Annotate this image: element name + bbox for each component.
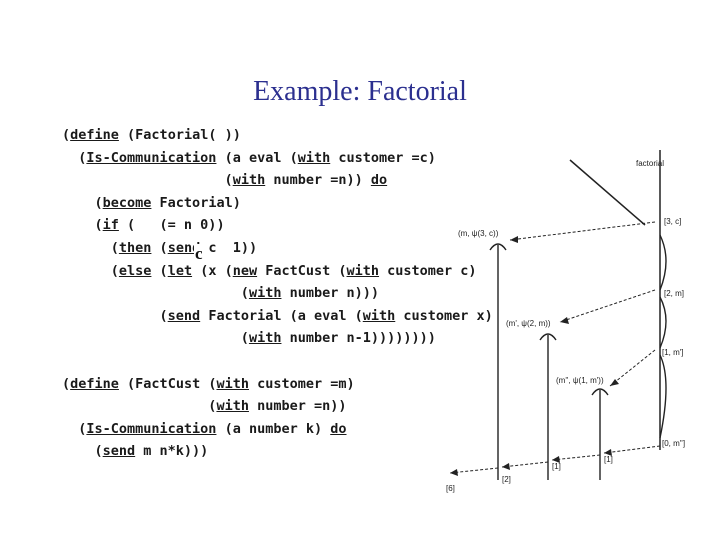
code-line-13: (with number =n)): [62, 398, 347, 415]
message-label-3: (m'', ψ(1, m')): [556, 376, 604, 385]
actor-event-diagram: factorial [3, c] [2, m] [1, m'] [0, m'']…: [446, 150, 685, 493]
message-arrowhead-3: [610, 379, 619, 386]
reply-arrowhead-2: [552, 456, 560, 463]
event-label-3: [1, m']: [662, 348, 684, 357]
reply-label-2: [1]: [552, 462, 561, 471]
code-line-11: [62, 350, 493, 373]
code-line-8: (with number n))): [62, 285, 379, 302]
reply-arrow-3: [501, 461, 549, 468]
message-arrow-3: [609, 349, 656, 387]
code-line-1: (define (Factorial( )): [62, 127, 241, 143]
code-line-2: (Is-Communication (a eval (with customer…: [62, 149, 436, 166]
reply-arrow-4: [449, 467, 499, 474]
creation-arc-2: [539, 333, 557, 341]
reply-label-3: [2]: [502, 475, 511, 484]
reply-arrowhead-3: [502, 463, 510, 470]
event-arc-2: [659, 296, 667, 349]
code-line-6: (then (send c 1)): [62, 239, 258, 256]
message-arrow-1: [509, 221, 656, 241]
send-target-overlay: c: [194, 244, 204, 264]
actor-label: factorial: [636, 159, 664, 168]
code-line-14: (Is-Communication (a number k) do: [62, 420, 347, 437]
event-arc-1: [659, 234, 667, 291]
message-label-1: (m, ψ(3, c)): [458, 229, 499, 238]
creation-arc-1: [489, 243, 507, 251]
reply-label-4: [6]: [446, 484, 455, 493]
code-line-9: (send Factorial (a eval (with customer x…: [62, 307, 493, 324]
code-line-10: (with number n-1)))))))): [62, 330, 436, 347]
code-line-15: (send m n*k))): [62, 443, 209, 460]
reply-arrowhead-4: [450, 469, 458, 476]
reply-arrow-2: [551, 454, 601, 461]
event-label-4: [0, m'']: [662, 439, 685, 448]
message-arrow-2: [559, 289, 656, 323]
reply-arrow-1: [603, 445, 661, 454]
event-label-2: [2, m]: [664, 289, 684, 298]
message-arrowhead-2: [560, 317, 569, 324]
slide-title: Example: Factorial: [253, 76, 467, 107]
code-block: (define (Factorial( )) (Is-Communication…: [62, 124, 493, 463]
reply-label-1: [1]: [604, 455, 613, 464]
message-arrowhead-1: [510, 236, 518, 243]
creation-arc-3: [591, 388, 609, 396]
event-label-1: [3, c]: [664, 217, 681, 226]
code-line-4: (become Factorial): [62, 194, 241, 211]
actor-entry-line: [569, 159, 646, 226]
code-line-7: (else (let (x (new FactCust (with custom…: [62, 262, 477, 279]
code-line-3: (with number =n)) do: [62, 172, 388, 189]
message-label-2: (m', ψ(2, m)): [506, 319, 551, 328]
event-arc-3: [659, 354, 667, 439]
code-line-5: (if ( (= n 0)): [62, 217, 225, 234]
reply-arrowhead-1: [604, 449, 612, 456]
code-line-12: (define (FactCust (with customer =m): [62, 375, 355, 392]
